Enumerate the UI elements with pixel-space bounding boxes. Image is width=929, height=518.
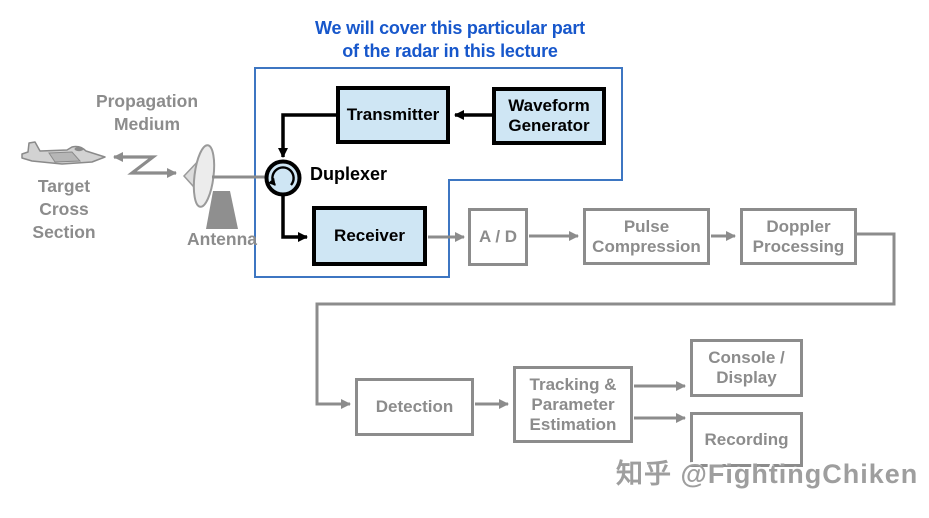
duplexer-label: Duplexer [310, 164, 388, 184]
tracking-estimation-box: Tracking & Parameter Estimation [513, 366, 633, 443]
console-display-box: Console / Display [690, 339, 803, 397]
antenna-icon [182, 144, 238, 229]
waveform-generator-box: Waveform Generator [492, 87, 606, 145]
detection-box: Detection [355, 378, 474, 436]
transmitter-box: Transmitter [336, 86, 450, 144]
duplexer-circulator-icon [264, 159, 302, 197]
ad-converter-box: A / D [468, 208, 528, 266]
recording-box: Recording [690, 412, 803, 467]
target-cross-section-label: Target Cross Section [32, 176, 96, 242]
propagation-zigzag-arrow [113, 152, 177, 178]
doppler-processing-box: Doppler Processing [740, 208, 857, 265]
lecture-note: We will cover this particular part of th… [315, 18, 585, 61]
transmitter-to-duplexer-arrow [278, 113, 337, 158]
propagation-medium-label: Propagation Medium [95, 91, 199, 134]
duplexer-to-receiver-arrow [281, 195, 308, 242]
receiver-box: Receiver [312, 206, 427, 266]
watermark: 知乎 @FightingChiken [616, 459, 919, 489]
aircraft-icon [21, 141, 106, 165]
antenna-label: Antenna [187, 229, 257, 249]
pulse-compression-box: Pulse Compression [583, 208, 710, 265]
doppler-to-detection-arrow [315, 232, 896, 409]
highlight-outline [254, 67, 623, 278]
